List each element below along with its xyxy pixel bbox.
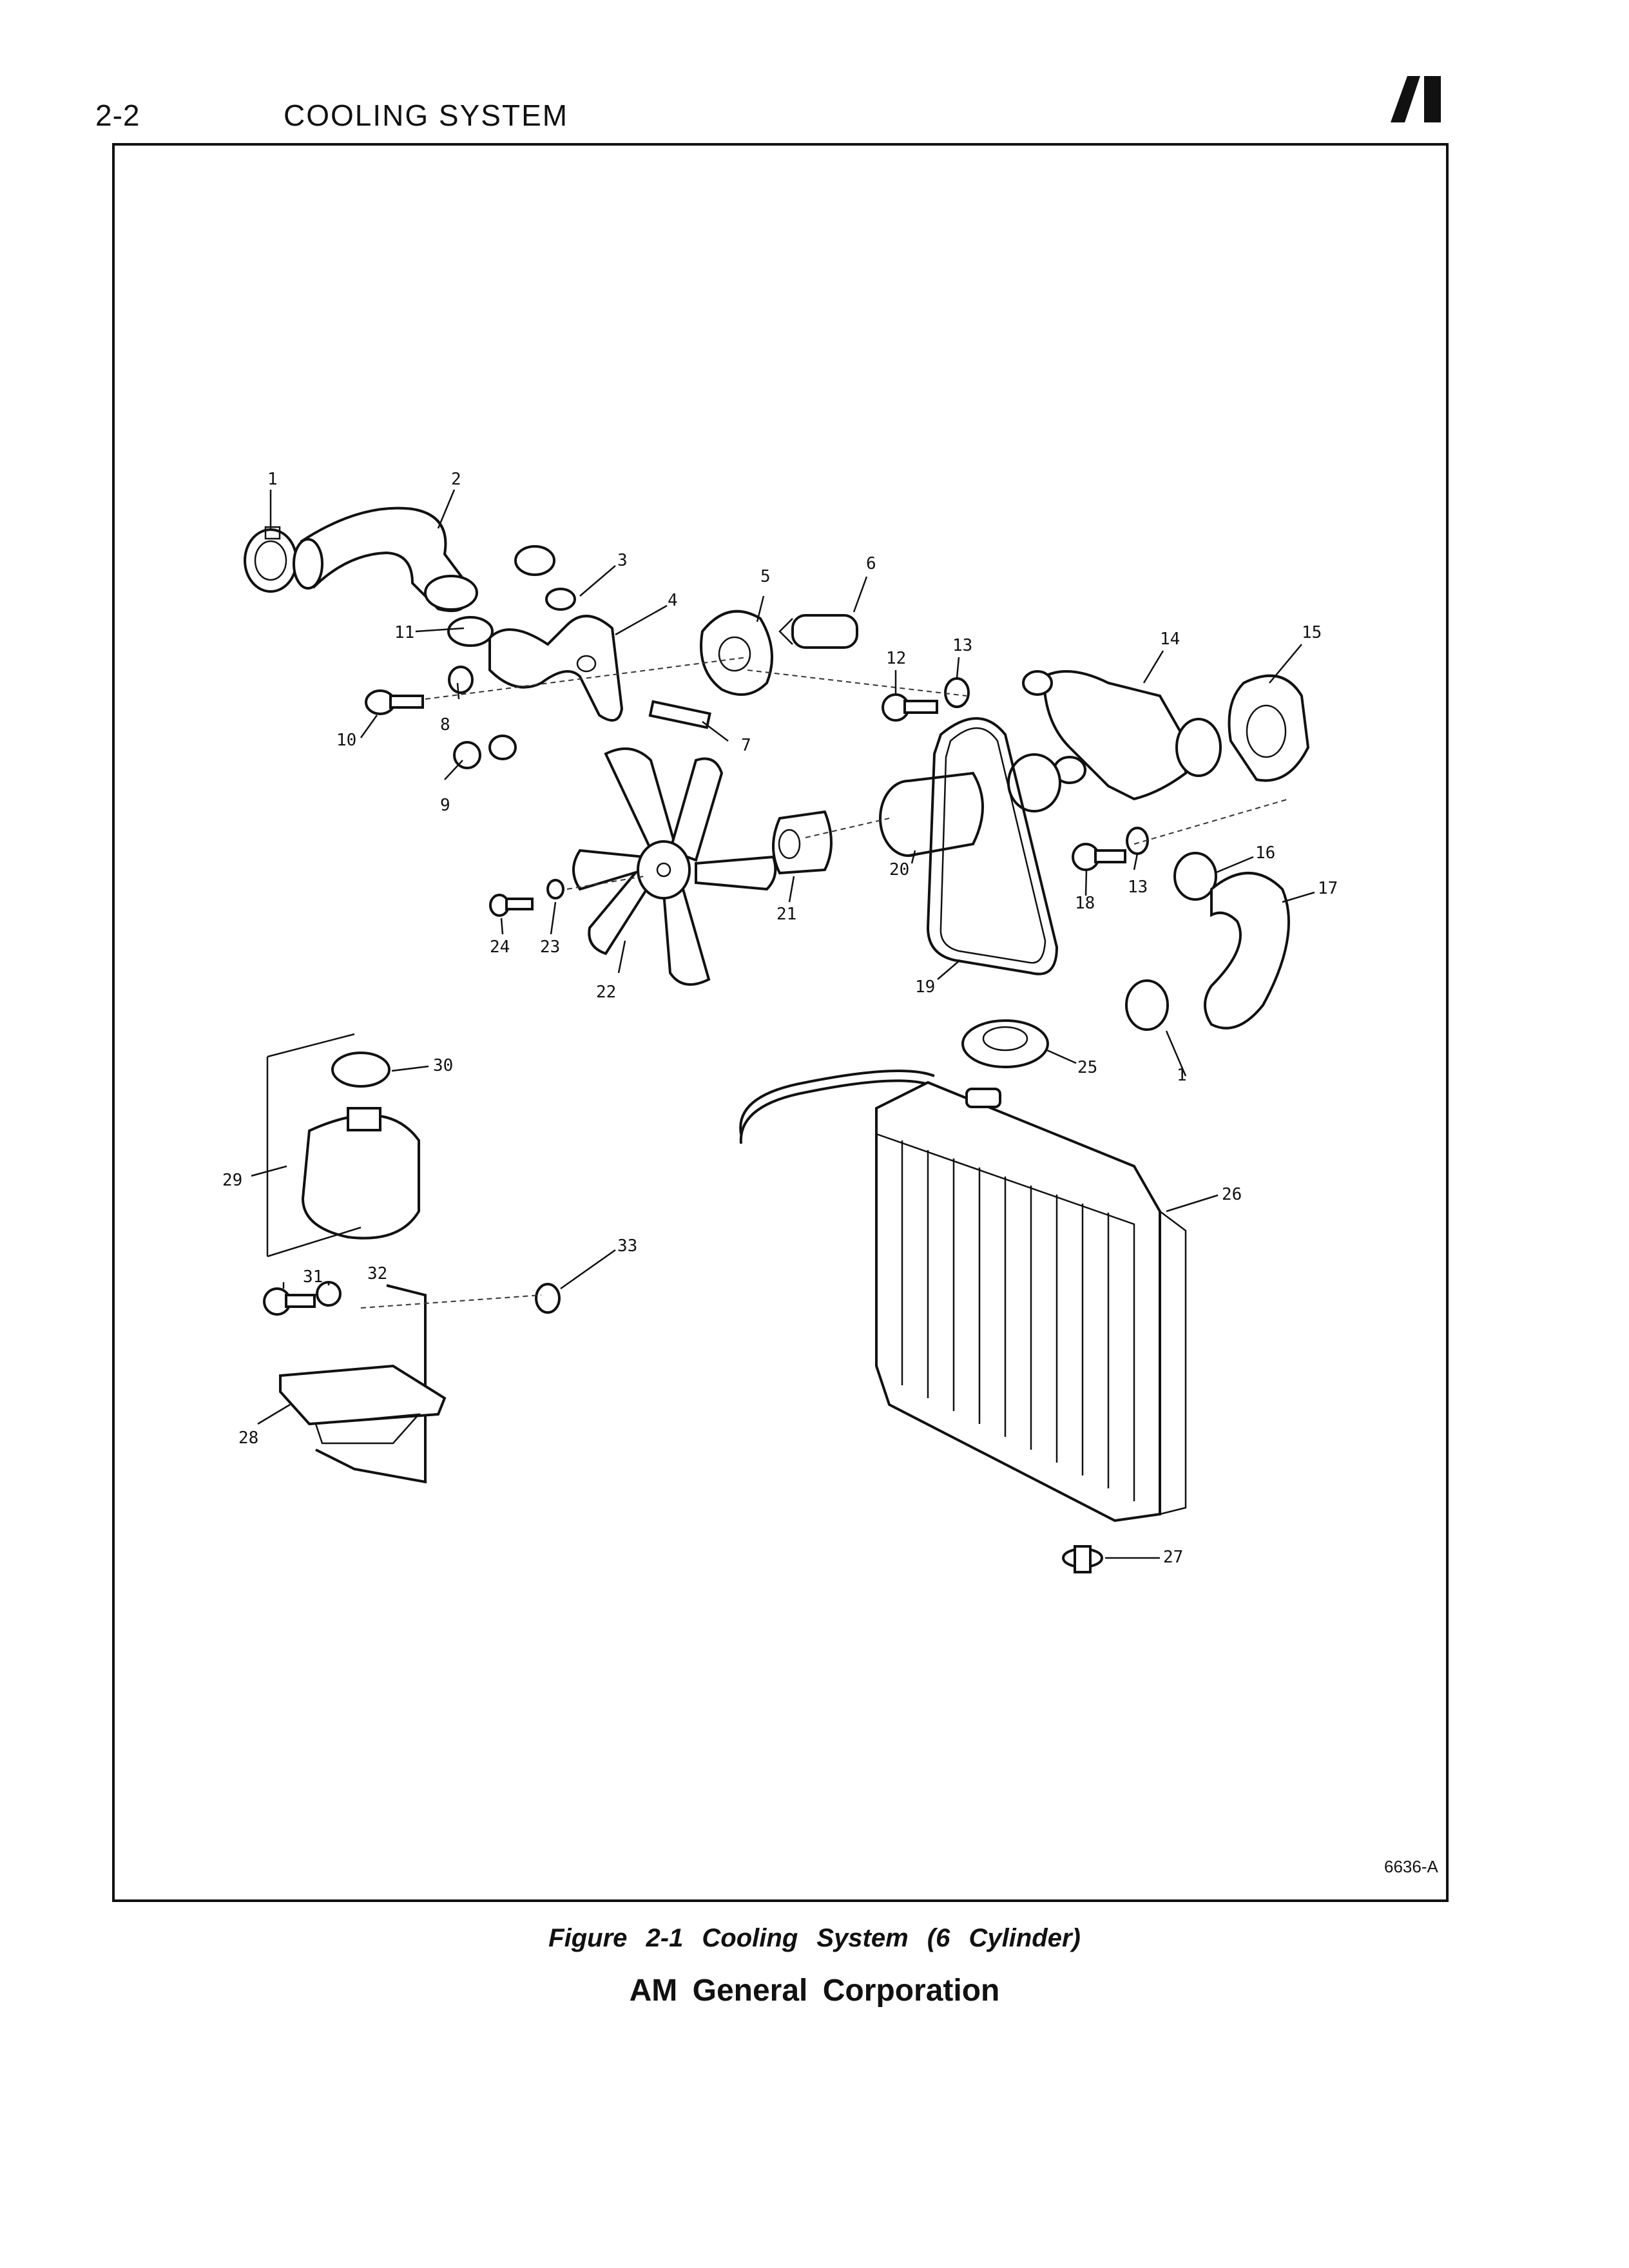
clamp-3 <box>545 588 576 611</box>
figure-caption: Figure 2-1 Cooling System (6 Cylinder) <box>548 1924 1081 1952</box>
callout-8: 8 <box>440 715 450 735</box>
thermostat-gasket <box>700 610 773 696</box>
callout-2: 2 <box>451 470 461 489</box>
callout-30: 30 <box>433 1056 453 1075</box>
bypass-pipe <box>447 615 624 722</box>
callout-6: 6 <box>866 554 876 573</box>
callout-5: 5 <box>760 567 771 586</box>
callout-7: 7 <box>741 736 751 755</box>
lower-hose <box>1204 872 1290 1030</box>
washer-8 <box>448 666 474 694</box>
callout-28: 28 <box>238 1428 258 1448</box>
hose-clamp-1 <box>244 526 298 593</box>
section-title: COOLING SYSTEM <box>284 99 569 132</box>
bolt-31 <box>263 1287 316 1316</box>
stud <box>648 700 711 729</box>
callout-10: 10 <box>336 731 356 750</box>
fan-spacer <box>772 810 833 875</box>
figure-frame <box>112 143 1449 1902</box>
drive-belt <box>926 717 1059 975</box>
callout-13: 13 <box>952 636 972 655</box>
callout-23: 23 <box>540 937 560 957</box>
water-pump <box>1022 670 1222 801</box>
upper-hose <box>293 506 478 612</box>
washer-13 <box>944 677 970 708</box>
bolt-18 <box>1072 843 1126 871</box>
radiator <box>875 1081 1187 1523</box>
reservoir-bracket <box>279 1284 447 1484</box>
callout-3: 3 <box>617 551 628 570</box>
callout-1: 1 <box>267 470 278 489</box>
hose-clamp-16 <box>1173 852 1217 901</box>
hose-short <box>514 545 555 576</box>
callout-22: 22 <box>596 983 616 1002</box>
callout-13b: 13 <box>1128 878 1148 897</box>
callout-33: 33 <box>617 1236 637 1256</box>
washer-9b <box>488 735 517 760</box>
page-number: 2-2 <box>95 99 140 132</box>
callout-14: 14 <box>1160 629 1180 649</box>
callout-19: 19 <box>915 977 935 997</box>
fan-washer <box>546 879 564 899</box>
callout-31: 31 <box>303 1267 323 1287</box>
am-general-logo <box>1391 76 1441 122</box>
callout-29: 29 <box>222 1171 242 1190</box>
bolt-10 <box>365 689 424 715</box>
callout-1b: 1 <box>1177 1066 1187 1085</box>
bolt-12 <box>882 693 938 722</box>
thermostat <box>778 614 858 649</box>
callout-25: 25 <box>1077 1058 1097 1077</box>
fan <box>572 747 777 986</box>
leader-lines <box>251 489 1315 1559</box>
callout-18: 18 <box>1075 894 1095 913</box>
pump-hub <box>879 771 984 857</box>
callout-24: 24 <box>490 937 510 957</box>
callout-12: 12 <box>886 649 906 668</box>
callout-32: 32 <box>367 1264 387 1283</box>
reservoir-cap <box>331 1052 390 1088</box>
water-pump-gasket <box>1228 674 1310 782</box>
hose-clamp-1b <box>1125 979 1169 1031</box>
callout-4: 4 <box>668 591 678 610</box>
callout-16: 16 <box>1255 843 1275 863</box>
callout-9: 9 <box>440 796 450 815</box>
callout-27: 27 <box>1163 1548 1183 1567</box>
figure-code: 6636-A <box>1384 1857 1438 1876</box>
callout-15: 15 <box>1302 623 1322 642</box>
radiator-cap <box>961 1019 1049 1068</box>
callout-26: 26 <box>1222 1185 1242 1204</box>
callout-21: 21 <box>776 905 796 924</box>
callout-17: 17 <box>1318 879 1338 898</box>
callout-20: 20 <box>889 860 909 879</box>
publisher-footer: AM General Corporation <box>629 1974 1000 2008</box>
nut-33 <box>535 1283 561 1314</box>
fan-bolt <box>489 894 534 917</box>
drain-cock <box>1062 1545 1103 1573</box>
callout-11: 11 <box>394 623 414 642</box>
coolant-reservoir <box>266 1033 420 1258</box>
